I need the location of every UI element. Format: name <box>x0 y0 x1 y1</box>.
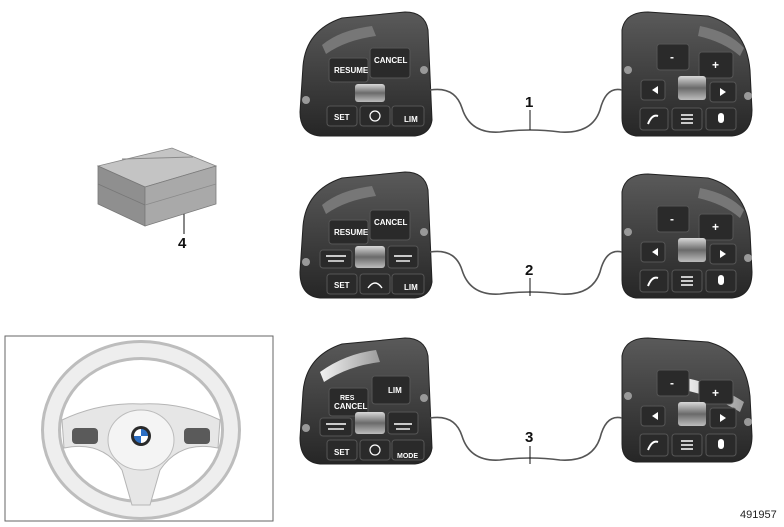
resume-button-label: RESUME <box>334 228 369 237</box>
set-button-label: SET <box>334 113 350 122</box>
bmw-logo <box>131 426 151 446</box>
distance-minus-icon <box>326 423 346 430</box>
callout-3: 3 <box>525 429 534 446</box>
lim-button-label: LIM <box>388 386 402 395</box>
module-3: RES CANCEL LIM SET MODE <box>299 337 753 465</box>
list-icon <box>681 440 693 450</box>
steering-wheel-inset <box>4 335 274 522</box>
mode-button-label: MODE <box>397 453 418 460</box>
callout-2: 2 <box>525 262 534 279</box>
distance-plus-icon <box>394 255 412 262</box>
distance-plus-icon <box>394 423 412 430</box>
resume-button-label: RESUME <box>334 66 369 75</box>
module3-right-switch: - + <box>621 337 753 463</box>
prev-arrow-icon <box>652 248 658 256</box>
item4-box <box>96 147 218 227</box>
cancel-button-label: CANCEL <box>374 56 407 65</box>
phone-icon <box>647 440 659 451</box>
diagram-catalog-number: 491957 <box>740 509 777 521</box>
volume-minus-label: - <box>670 50 674 64</box>
cancel-button-label: CANCEL <box>334 402 367 411</box>
next-arrow-icon <box>720 88 726 96</box>
module-2: RESUME CANCEL SET LIM <box>299 171 753 299</box>
set-button-label: SET <box>334 281 350 290</box>
volume-plus-label: + <box>712 386 719 400</box>
microphone-icon <box>718 275 724 285</box>
microphone-icon <box>718 439 724 449</box>
lim-button-label: LIM <box>404 115 418 124</box>
volume-minus-label: - <box>670 376 674 390</box>
prev-arrow-icon <box>652 412 658 420</box>
distance-minus-icon <box>326 255 346 262</box>
module-1: RESUME CANCEL SET LIM - + <box>299 11 753 137</box>
phone-icon <box>647 276 659 287</box>
speed-icon <box>369 110 381 122</box>
silver-trim <box>320 350 380 382</box>
next-arrow-icon <box>720 250 726 258</box>
module3-left-switch: RES CANCEL LIM SET MODE <box>299 337 433 465</box>
prev-arrow-icon <box>652 86 658 94</box>
volume-plus-label: + <box>712 58 719 72</box>
list-icon <box>681 276 693 286</box>
lim-button-label: LIM <box>404 283 418 292</box>
microphone-icon <box>718 113 724 123</box>
phone-icon <box>647 114 659 125</box>
module2-right-switch: - + <box>621 173 753 299</box>
res-button-label: RES <box>340 395 355 402</box>
callout-1: 1 <box>525 94 534 111</box>
set-button-label: SET <box>334 448 350 457</box>
callout-4: 4 <box>178 235 187 252</box>
volume-plus-label: + <box>712 220 719 234</box>
list-icon <box>681 114 693 124</box>
cancel-button-label: CANCEL <box>374 218 407 227</box>
assist-icon <box>369 444 381 456</box>
volume-minus-label: - <box>670 212 674 226</box>
module1-right-switch: - + <box>621 11 753 137</box>
module1-left-switch: RESUME CANCEL SET LIM <box>299 11 433 137</box>
module2-left-switch: RESUME CANCEL SET LIM <box>299 171 433 299</box>
speedometer-icon <box>367 282 383 289</box>
next-arrow-icon <box>720 414 726 422</box>
